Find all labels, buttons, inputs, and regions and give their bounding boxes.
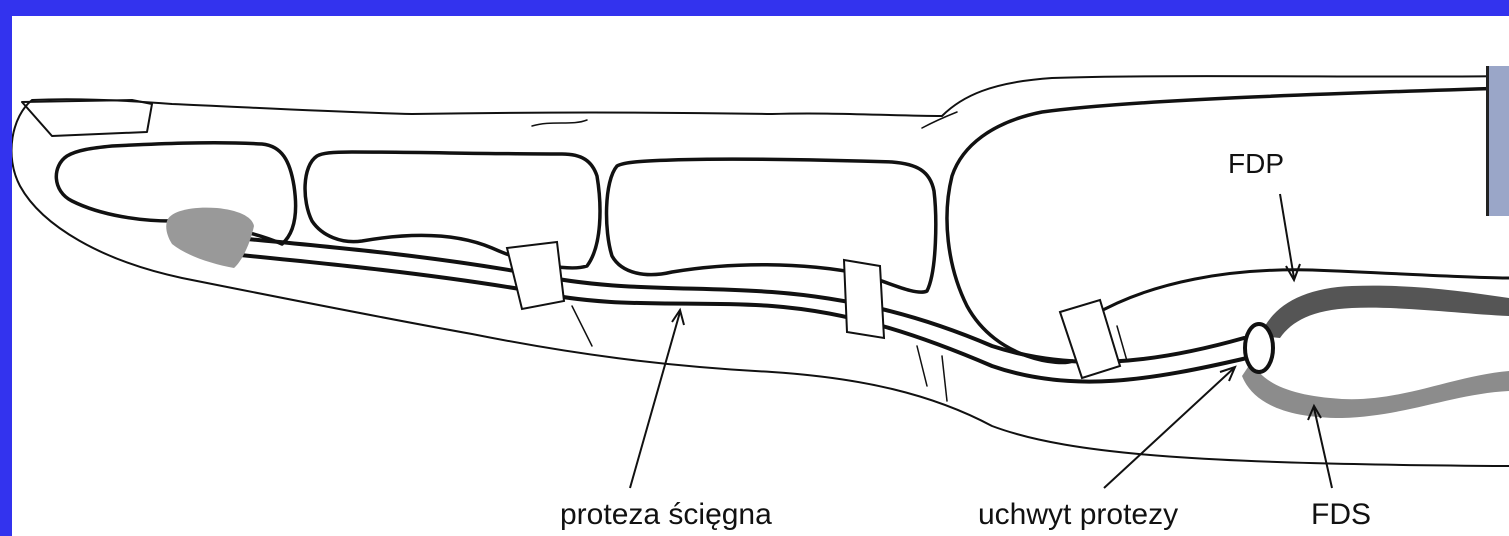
joint-line-3: [942, 356, 947, 401]
metacarpal-head: [947, 88, 1509, 362]
dorsal-crease-2: [922, 112, 957, 128]
prosthesis-holder-ring: [1245, 324, 1273, 372]
fds-tendon: [1242, 361, 1509, 418]
pulley-a2: [507, 242, 564, 309]
dorsal-crease-1: [532, 120, 587, 126]
tendon-arrow: [630, 312, 680, 488]
overlapping-slide-edge: [1486, 66, 1509, 216]
label-prosthesis-holder: uchwyt protezy: [978, 500, 1178, 530]
diagram-panel: FDP FDS proteza ścięgna uchwyt protezy: [12, 16, 1509, 536]
fds-arrow: [1314, 408, 1332, 488]
distal-anchor: [166, 208, 254, 268]
pulley-a4: [1060, 300, 1120, 378]
holder-arrow: [1104, 368, 1234, 488]
joint-line-4: [1117, 326, 1127, 361]
label-tendon-prosthesis: proteza ścięgna: [560, 500, 772, 530]
label-fdp: FDP: [1228, 150, 1284, 178]
joint-line-1: [572, 306, 592, 346]
pulley-a3: [844, 260, 884, 338]
fingernail: [22, 100, 152, 136]
finger-tendon-diagram: [12, 16, 1509, 536]
proximal-phalanx: [607, 159, 936, 292]
fdp-tendon: [1260, 286, 1509, 338]
label-fds: FDS: [1311, 500, 1371, 530]
joint-line-2: [917, 346, 927, 386]
fdp-arrow: [1280, 194, 1294, 278]
